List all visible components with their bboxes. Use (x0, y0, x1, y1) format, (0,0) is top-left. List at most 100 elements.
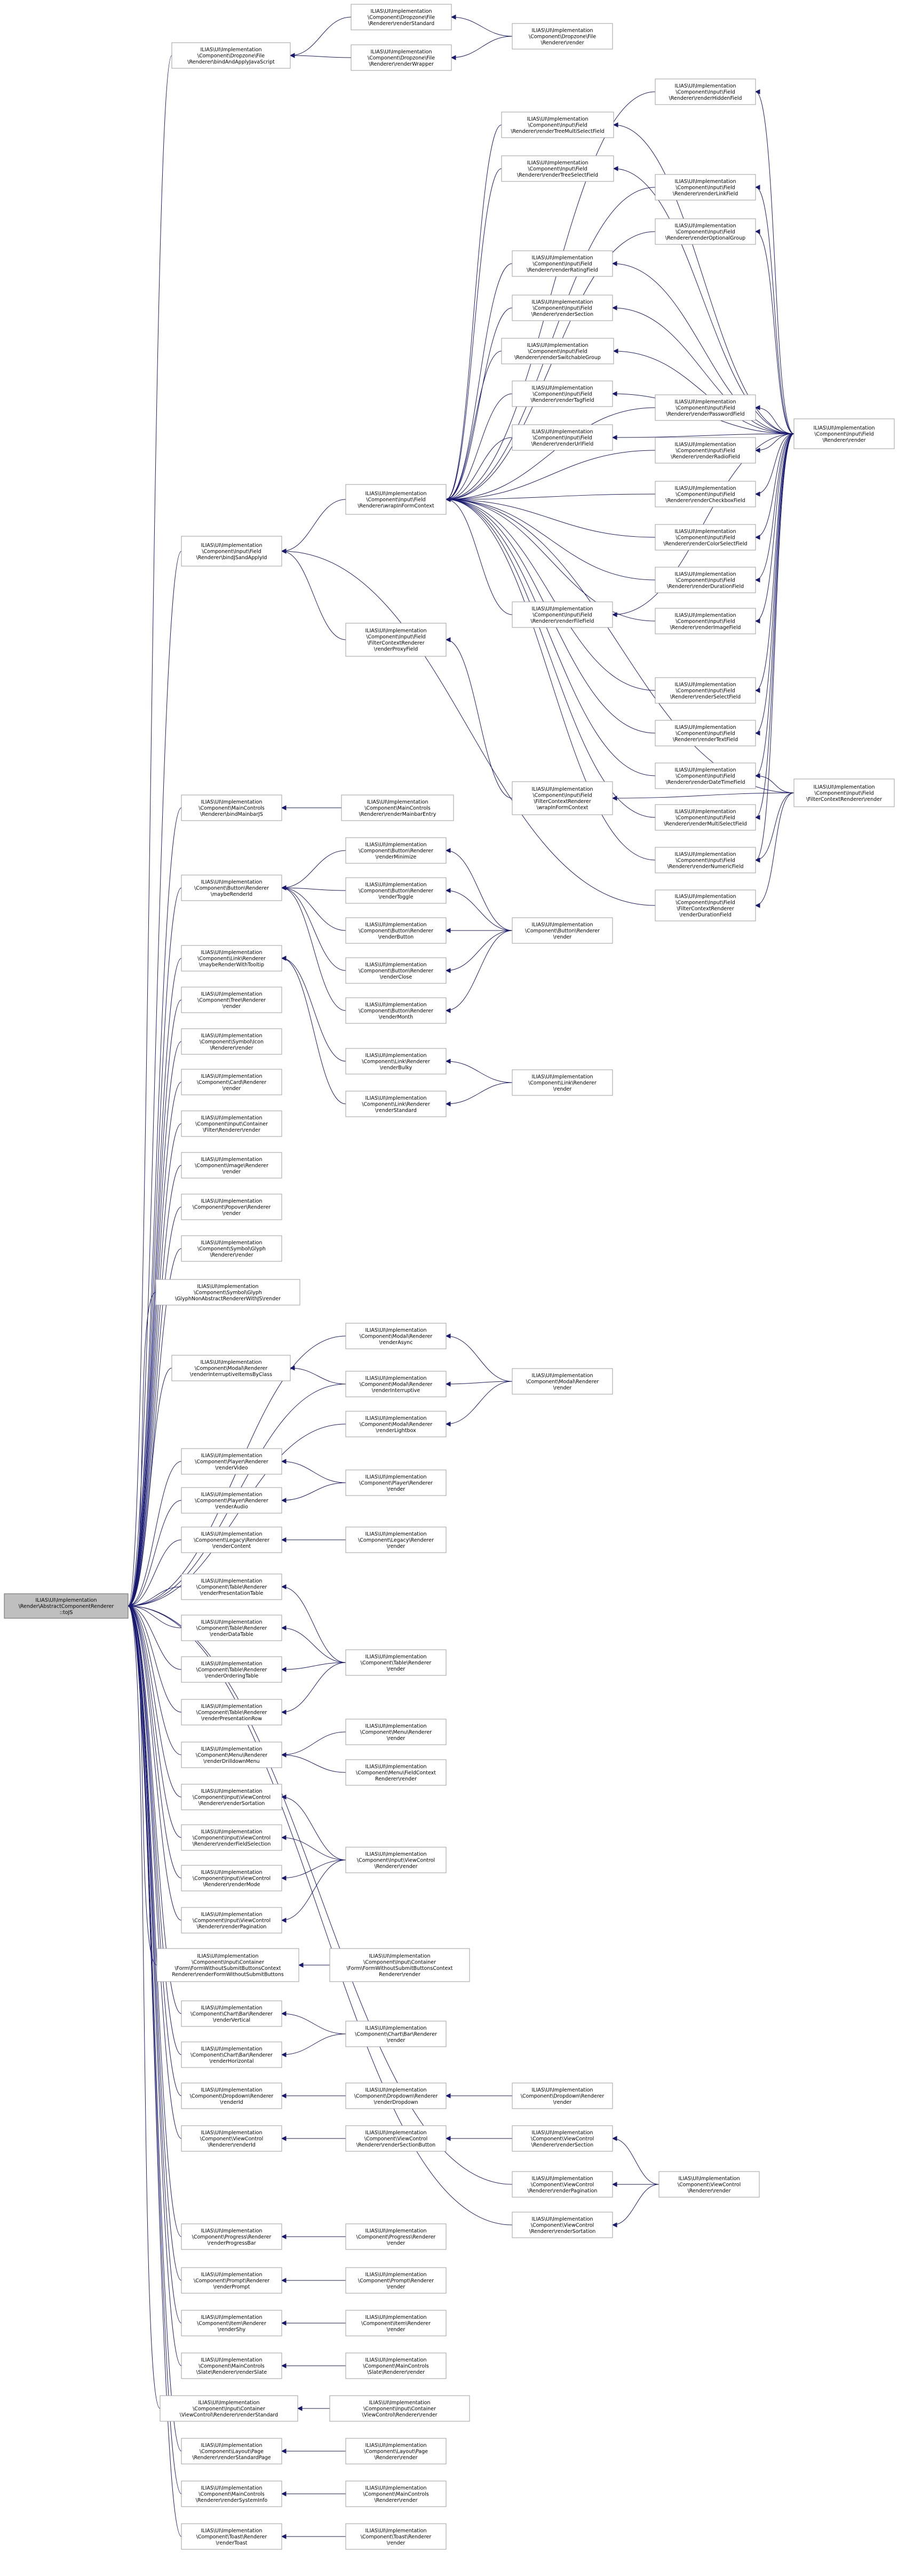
function-node[interactable]: ILIAS\UI\Implementation\Component\Popove… (181, 1194, 282, 1220)
function-node[interactable]: ILIAS\UI\Implementation\Component\Card\R… (181, 1069, 282, 1095)
function-node[interactable]: ILIAS\UI\Implementation\Component\Input\… (345, 1847, 447, 1873)
function-node[interactable]: ILIAS\UI\Implementation\Component\Input\… (655, 677, 756, 704)
function-node[interactable]: ILIAS\UI\Implementation\Component\Input\… (501, 338, 614, 364)
function-node[interactable]: ILIAS\UI\Implementation\Component\MainCo… (345, 2480, 447, 2507)
function-node[interactable]: ILIAS\UI\Implementation\Component\Modal\… (345, 1411, 447, 1437)
function-node[interactable]: ILIAS\UI\Implementation\Component\Menu\R… (345, 1719, 447, 1745)
function-node[interactable]: ILIAS\UI\Implementation\Component\Button… (345, 917, 447, 944)
function-node[interactable]: ILIAS\UI\Implementation\Component\Input\… (793, 418, 895, 449)
function-node[interactable]: ILIAS\UI\Implementation\Component\Input\… (329, 1948, 470, 1982)
function-node[interactable]: ILIAS\UI\Implementation\Component\Input\… (181, 1907, 282, 1934)
function-node[interactable]: ILIAS\UI\Implementation\Component\Input\… (655, 889, 756, 921)
function-node[interactable]: ILIAS\UI\Implementation\Component\Input\… (655, 78, 756, 105)
function-node[interactable]: ILIAS\UI\Implementation\Component\Input\… (501, 112, 614, 138)
function-node[interactable]: ILIAS\UI\Implementation\Component\ViewCo… (512, 2212, 613, 2238)
function-node[interactable]: ILIAS\UI\Implementation\Component\Prompt… (345, 2267, 447, 2294)
function-node[interactable]: ILIAS\UI\Implementation\Component\Table\… (181, 1656, 282, 1683)
function-node[interactable]: ILIAS\UI\Implementation\Component\ViewCo… (345, 2125, 447, 2152)
function-node[interactable]: ILIAS\UI\Implementation\Component\Input\… (793, 778, 895, 807)
function-node[interactable]: ILIAS\UI\Implementation\Component\Input\… (655, 524, 756, 551)
function-node[interactable]: ILIAS\UI\Implementation\Component\Input\… (512, 380, 613, 407)
function-node[interactable]: ILIAS\UI\Implementation\Component\Symbol… (155, 1279, 300, 1306)
function-node[interactable]: ILIAS\UI\Implementation\Component\Chart\… (345, 2021, 447, 2047)
function-node[interactable]: ILIAS\UI\Implementation\Component\Progre… (345, 2223, 447, 2250)
function-node[interactable]: ILIAS\UI\Implementation\Component\Input\… (156, 1948, 299, 1982)
function-node[interactable]: ILIAS\UI\Implementation\Component\Input\… (512, 781, 613, 815)
function-node[interactable]: ILIAS\UI\Implementation\Component\Layout… (345, 2438, 447, 2464)
function-node[interactable]: ILIAS\UI\Implementation\Component\Dropdo… (181, 2082, 282, 2109)
function-node[interactable]: ILIAS\UI\Implementation\Component\Modal\… (345, 1323, 447, 1349)
function-node[interactable]: ILIAS\UI\Implementation\Component\Input\… (512, 601, 613, 628)
function-node[interactable]: ILIAS\UI\Implementation\Component\Table\… (345, 1649, 447, 1676)
function-node[interactable]: ILIAS\UI\Implementation\Component\Toast\… (181, 2523, 282, 2550)
function-node[interactable]: ILIAS\UI\Implementation\Component\Input\… (655, 437, 756, 464)
function-node[interactable]: ILIAS\UI\Implementation\Component\Link\R… (181, 945, 282, 972)
function-node[interactable]: ILIAS\UI\Implementation\Component\Input\… (655, 762, 756, 789)
function-node[interactable]: ILIAS\UI\Implementation\Component\Chart\… (181, 2000, 282, 2027)
function-node[interactable]: ILIAS\UI\Implementation\Component\Input\… (655, 174, 756, 201)
function-node[interactable]: ILIAS\UI\Implementation\Component\Layout… (181, 2438, 282, 2464)
function-node[interactable]: ILIAS\UI\Implementation\Component\Input\… (655, 394, 756, 421)
function-node[interactable]: ILIAS\UI\Implementation\Component\Input\… (512, 250, 613, 277)
function-node[interactable]: ILIAS\UI\Implementation\Component\Input\… (181, 1824, 282, 1851)
function-node[interactable]: ILIAS\UI\Implementation\Component\MainCo… (341, 794, 454, 821)
root-function-node[interactable]: ILIAS\UI\Implementation\Render\AbstractC… (4, 1593, 129, 1619)
function-node[interactable]: ILIAS\UI\Implementation\Component\Table\… (181, 1699, 282, 1726)
function-node[interactable]: ILIAS\UI\Implementation\Component\Table\… (181, 1615, 282, 1641)
function-node[interactable]: ILIAS\UI\Implementation\Component\Input\… (655, 218, 756, 245)
function-node[interactable]: ILIAS\UI\Implementation\Component\MainCo… (181, 2480, 282, 2507)
function-node[interactable]: ILIAS\UI\Implementation\Component\Menu\F… (345, 1759, 447, 1786)
function-node[interactable]: ILIAS\UI\Implementation\Component\Table\… (181, 1573, 282, 1600)
function-node[interactable]: ILIAS\UI\Implementation\Component\Modal\… (512, 1368, 613, 1395)
function-node[interactable]: ILIAS\UI\Implementation\Component\Input\… (655, 804, 756, 831)
function-node[interactable]: ILIAS\UI\Implementation\Component\Image\… (181, 1152, 282, 1179)
function-node[interactable]: ILIAS\UI\Implementation\Component\Button… (181, 874, 282, 901)
function-node[interactable]: ILIAS\UI\Implementation\Component\Dropzo… (171, 42, 291, 69)
function-node[interactable]: ILIAS\UI\Implementation\Component\Input\… (655, 567, 756, 593)
function-node[interactable]: ILIAS\UI\Implementation\Component\Link\R… (345, 1091, 447, 1117)
function-node[interactable]: ILIAS\UI\Implementation\Component\Dropdo… (512, 2082, 613, 2109)
function-node[interactable]: ILIAS\UI\Implementation\Component\Button… (345, 957, 447, 984)
function-node[interactable]: ILIAS\UI\Implementation\Component\Legacy… (345, 1526, 447, 1553)
function-node[interactable]: ILIAS\UI\Implementation\Component\Input\… (655, 481, 756, 507)
function-node[interactable]: ILIAS\UI\Implementation\Component\Dropdo… (345, 2082, 447, 2109)
function-node[interactable]: ILIAS\UI\Implementation\Component\MainCo… (181, 2352, 282, 2379)
function-node[interactable]: ILIAS\UI\Implementation\Component\Dropzo… (512, 23, 613, 50)
function-node[interactable]: ILIAS\UI\Implementation\Component\Dropzo… (351, 4, 452, 30)
function-node[interactable]: ILIAS\UI\Implementation\Component\Input\… (181, 1110, 282, 1137)
function-node[interactable]: ILIAS\UI\Implementation\Component\Chart\… (181, 2041, 282, 2068)
function-node[interactable]: ILIAS\UI\Implementation\Component\Button… (512, 917, 613, 944)
function-node[interactable]: ILIAS\UI\Implementation\Component\Item\R… (345, 2310, 447, 2336)
function-node[interactable]: ILIAS\UI\Implementation\Component\MainCo… (181, 794, 282, 821)
function-node[interactable]: ILIAS\UI\Implementation\Component\MainCo… (345, 2352, 447, 2379)
function-node[interactable]: ILIAS\UI\Implementation\Component\Input\… (181, 1865, 282, 1891)
function-node[interactable]: ILIAS\UI\Implementation\Component\Input\… (160, 2395, 298, 2422)
function-node[interactable]: ILIAS\UI\Implementation\Component\Player… (181, 1448, 282, 1475)
function-node[interactable]: ILIAS\UI\Implementation\Component\Input\… (181, 536, 282, 567)
function-node[interactable]: ILIAS\UI\Implementation\Component\Button… (345, 877, 447, 904)
function-node[interactable]: ILIAS\UI\Implementation\Component\Progre… (181, 2223, 282, 2250)
function-node[interactable]: ILIAS\UI\Implementation\Component\Input\… (329, 2395, 470, 2422)
function-node[interactable]: ILIAS\UI\Implementation\Component\ViewCo… (512, 2171, 613, 2198)
function-node[interactable]: ILIAS\UI\Implementation\Component\Menu\R… (181, 1742, 282, 1768)
function-node[interactable]: ILIAS\UI\Implementation\Component\Symbol… (181, 1235, 282, 1262)
function-node[interactable]: ILIAS\UI\Implementation\Component\Tree\R… (181, 987, 282, 1013)
function-node[interactable]: ILIAS\UI\Implementation\Component\ViewCo… (512, 2125, 613, 2152)
function-node[interactable]: ILIAS\UI\Implementation\Component\Input\… (655, 608, 756, 634)
function-node[interactable]: ILIAS\UI\Implementation\Component\Prompt… (181, 2267, 282, 2294)
function-node[interactable]: ILIAS\UI\Implementation\Component\Modal\… (345, 1371, 447, 1397)
function-node[interactable]: ILIAS\UI\Implementation\Component\Dropzo… (351, 44, 452, 71)
function-node[interactable]: ILIAS\UI\Implementation\Component\Link\R… (512, 1069, 613, 1096)
function-node[interactable]: ILIAS\UI\Implementation\Component\ViewCo… (181, 2125, 282, 2152)
function-node[interactable]: ILIAS\UI\Implementation\Component\Symbol… (181, 1028, 282, 1055)
function-node[interactable]: ILIAS\UI\Implementation\Component\Link\R… (345, 1048, 447, 1075)
function-node[interactable]: ILIAS\UI\Implementation\Component\Legacy… (181, 1526, 282, 1553)
function-node[interactable]: ILIAS\UI\Implementation\Component\Button… (345, 837, 447, 864)
function-node[interactable]: ILIAS\UI\Implementation\Component\Input\… (181, 1784, 282, 1810)
function-node[interactable]: ILIAS\UI\Implementation\Component\Toast\… (345, 2523, 447, 2550)
function-node[interactable]: ILIAS\UI\Implementation\Component\Player… (181, 1487, 282, 1514)
function-node[interactable]: ILIAS\UI\Implementation\Component\Input\… (501, 155, 614, 182)
function-node[interactable]: ILIAS\UI\Implementation\Component\Input\… (512, 424, 613, 451)
function-node[interactable]: ILIAS\UI\Implementation\Component\Modal\… (171, 1355, 291, 1381)
function-node[interactable]: ILIAS\UI\Implementation\Component\Input\… (345, 623, 447, 657)
